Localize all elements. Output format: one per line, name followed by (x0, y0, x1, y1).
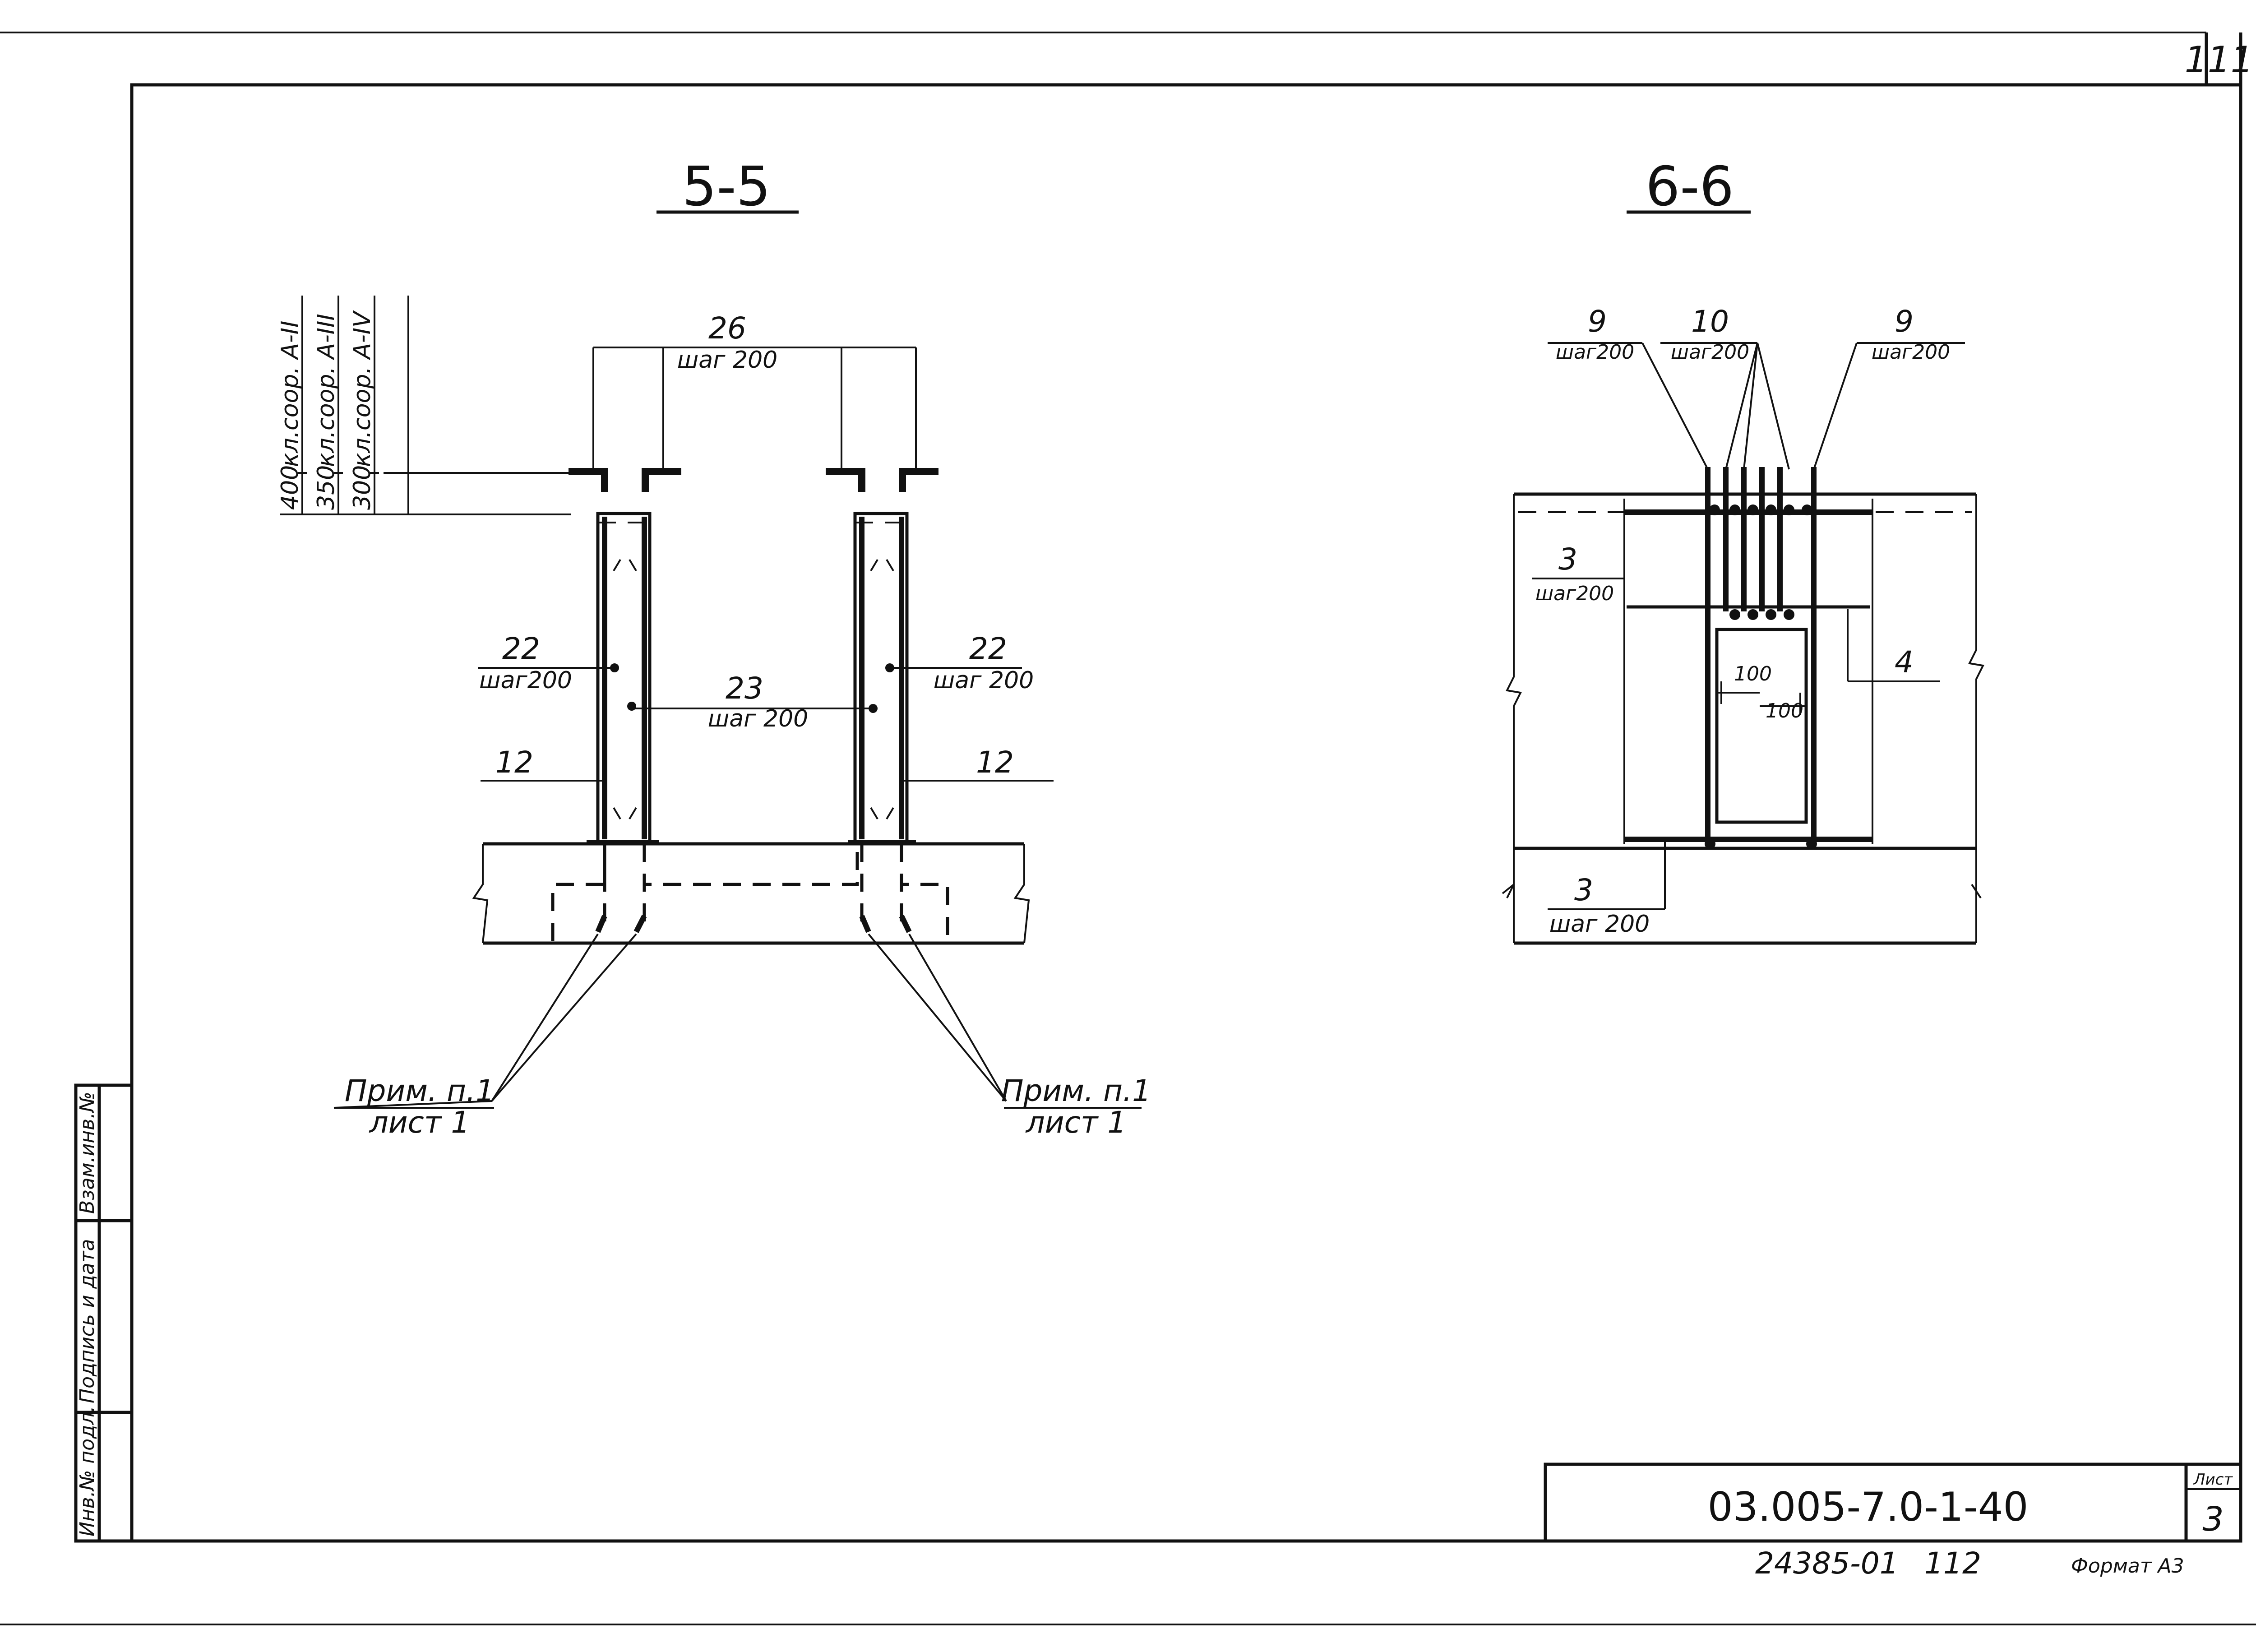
callout-9-right: 9 шаг200 (1813, 304, 1965, 470)
section-5-5-title: 5-5 (682, 156, 771, 218)
callout-3-top-number: 3 (1558, 542, 1577, 577)
callout-10-step: шаг200 (1671, 341, 1749, 364)
top-hooks (569, 468, 938, 492)
note-right-top: Прим. п.1 (1001, 1074, 1151, 1108)
page-number: 112 (1924, 1546, 1981, 1581)
callout-22-right: 22 шаг 200 (885, 631, 1034, 694)
callout-4-number: 4 (1895, 645, 1914, 680)
inventory-number: 24385-01 (1755, 1546, 1899, 1581)
side-stamp-field-top: Взам.инв.№ (76, 1092, 99, 1214)
class-dimension-stack: 400 350 300 кл.соор. А-II кл.соор. А-III… (277, 296, 571, 515)
section-6-6-body (1502, 467, 1984, 945)
sheet-frame: 111 (0, 32, 2256, 1625)
callout-9-left: 9 шаг200 (1548, 304, 1709, 470)
sheet-number: 3 (2202, 1500, 2224, 1539)
callout-9-left-step: шаг200 (1556, 341, 1634, 364)
callout-26: 26 шаг 200 (592, 311, 917, 469)
callout-9-right-step: шаг200 (1872, 341, 1950, 364)
callout-22-left-step: шаг200 (479, 667, 572, 694)
callout-9-left-number: 9 (1588, 304, 1607, 339)
dim-100-a: 100 (1734, 662, 1772, 685)
callout-12-left-number: 12 (495, 745, 533, 780)
callout-12-right-number: 12 (976, 745, 1014, 780)
note-right-bottom: лист 1 (1025, 1105, 1127, 1140)
class-a4-label: кл.соор. А-IV (349, 310, 376, 467)
callout-23-step: шаг 200 (708, 705, 809, 732)
section-6-6: 6-6 (1502, 156, 1984, 945)
base-slab (472, 840, 1030, 945)
note-right: Прим. п.1 лист 1 (868, 933, 1151, 1140)
callout-22-left: 22 шаг200 (478, 631, 619, 694)
section-6-6-title: 6-6 (1646, 156, 1734, 218)
format-label: Формат А3 (2071, 1555, 2184, 1578)
section-5-5: 5-5 400 350 300 кл.соор. А-II кл.соор. А… (277, 156, 1151, 1140)
callout-12-right: 12 (901, 745, 1054, 782)
class-a2-label: кл.соор. А-II (277, 321, 304, 467)
callout-3-top: 3 шаг200 (1532, 514, 1625, 605)
callout-10-number: 10 (1691, 304, 1729, 339)
callout-22-right-step: шаг 200 (934, 667, 1034, 694)
note-left-bottom: лист 1 (369, 1105, 470, 1140)
callout-3-bottom: 3 шаг 200 (1548, 842, 1666, 938)
callout-3-top-step: шаг200 (1535, 582, 1614, 605)
callout-26-step: шаг 200 (677, 347, 778, 374)
corner-number: 111 (2185, 39, 2254, 81)
dim-350: 350 (313, 465, 340, 510)
dim-100-b: 100 (1766, 699, 1803, 722)
stamp-code: 03.005-7.0-1-40 (1707, 1484, 2028, 1530)
side-stamp-field-bottom: Инв.№ подл. (76, 1406, 99, 1536)
dim-100-group: 100 100 (1717, 662, 1806, 722)
note-left-top: Прим. п.1 (345, 1074, 495, 1108)
dim-400: 400 (277, 465, 304, 510)
note-left: Прим. п.1 лист 1 (333, 933, 637, 1140)
callout-23-number: 23 (726, 671, 763, 706)
callout-3-bottom-number: 3 (1574, 873, 1593, 907)
class-a3-label: кл.соор. А-III (313, 314, 340, 467)
left-wall (596, 512, 652, 843)
side-stamp: Взам.инв.№ Подпись и дата Инв.№ подл. (74, 1083, 134, 1543)
callout-22-right-number: 22 (969, 631, 1007, 666)
side-stamp-field-mid: Подпись и дата (76, 1239, 99, 1403)
title-block: 03.005-7.0-1-40 Лист 3 24385-01 112 Форм… (1544, 1462, 2242, 1581)
bar-dots-top (1705, 504, 1817, 849)
callout-10: 10 шаг200 (1660, 304, 1790, 470)
callout-12-left: 12 (481, 745, 605, 782)
callout-26-number: 26 (708, 311, 746, 346)
callout-4: 4 (1847, 609, 1940, 682)
callout-23: 23 шаг 200 (627, 671, 878, 732)
sheet-label: Лист (2193, 1471, 2233, 1489)
callout-9-right-number: 9 (1895, 304, 1914, 339)
dim-300: 300 (349, 465, 376, 510)
callout-22-left-number: 22 (502, 631, 540, 666)
callout-3-bottom-step: шаг 200 (1549, 911, 1650, 938)
right-wall (853, 512, 909, 843)
